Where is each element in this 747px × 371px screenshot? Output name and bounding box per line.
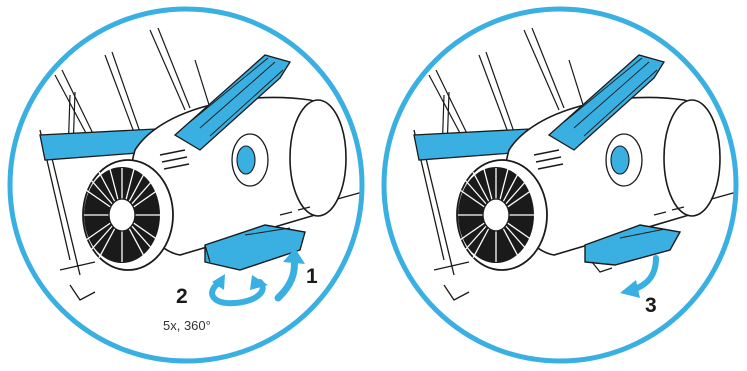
panel-right: 3 (384, 9, 744, 361)
step-number-1: 1 (306, 265, 318, 288)
step-number-2: 2 (176, 285, 188, 308)
step-number-3: 3 (645, 294, 657, 317)
rotation-caption: 5x, 360° (163, 318, 211, 333)
panel-left: 2 1 5x, 360° (10, 9, 370, 361)
